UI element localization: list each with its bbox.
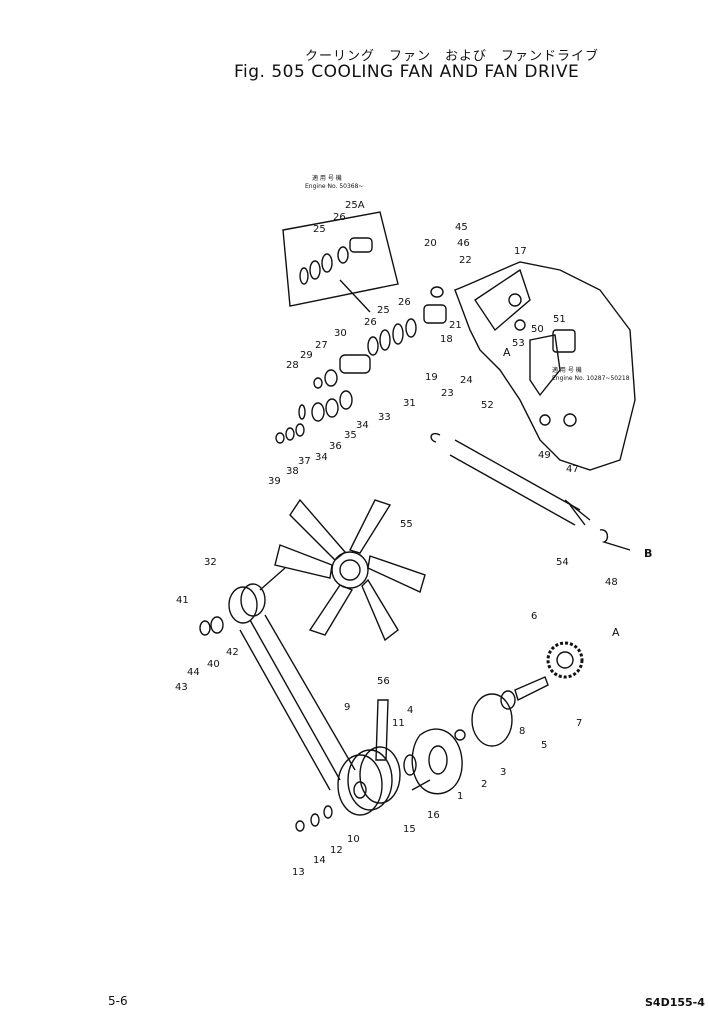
callout-56: 56 (377, 676, 390, 687)
callout-4: 4 (407, 705, 413, 716)
callout-8: 8 (519, 726, 525, 737)
callout-13: 13 (292, 867, 305, 878)
callout-39: 39 (268, 476, 281, 487)
callout-21: 21 (449, 320, 462, 331)
callout-3: 3 (500, 767, 506, 778)
callout-35: 35 (344, 430, 357, 441)
svg-text:適 用 号 機: 適 用 号 機 (552, 366, 582, 374)
callout-43: 43 (175, 682, 188, 693)
callout-24: 24 (460, 375, 473, 386)
callout-18: 18 (440, 334, 453, 345)
inset-arrow-upper (339, 279, 371, 313)
callout-30: 30 (334, 328, 347, 339)
callout-31: 31 (403, 398, 416, 409)
callout-40: 40 (207, 659, 220, 670)
callout-29: 29 (300, 350, 313, 361)
title-japanese: クーリング ファン および ファンドライブ (305, 49, 600, 64)
callout-14: 14 (313, 855, 326, 866)
callout-32: 32 (204, 557, 217, 568)
callout-26-repeat: 26 (398, 297, 411, 308)
callout-38: 38 (286, 466, 299, 477)
callout-15: 15 (403, 824, 416, 835)
callout-20: 20 (424, 238, 437, 249)
crank-pulley (337, 746, 401, 816)
figure-title: Fig. 505 COOLING FAN AND FAN DRIVE (234, 62, 580, 82)
callout-28: 28 (286, 360, 299, 371)
inset-box-upper (282, 211, 399, 307)
tension-rod-top (454, 439, 581, 511)
callout-50: 50 (531, 324, 544, 335)
callout-45: 45 (455, 222, 468, 233)
callout-25A: 25A (345, 200, 365, 211)
gear-housing (454, 261, 636, 471)
cooling-fan (274, 498, 426, 642)
callout-7: 7 (576, 718, 582, 729)
svg-text:適 用 号 機: 適 用 号 機 (312, 174, 342, 182)
callout-26-repeat: 26 (364, 317, 377, 328)
callout-34-repeat: 34 (315, 452, 328, 463)
callout-52: 52 (481, 400, 494, 411)
callout-53: 53 (512, 338, 525, 349)
callout-33: 33 (378, 412, 391, 423)
callout-49: 49 (538, 450, 551, 461)
callout-17: 17 (514, 246, 527, 257)
note-lower: 適 用 号 機 Engine No. 10287~50218 (552, 366, 630, 382)
callout-25: 25 (313, 224, 326, 235)
page-number: 5-6 (108, 994, 128, 1008)
callout-44: 44 (187, 667, 200, 678)
callout-51: 51 (553, 314, 566, 325)
callout-42: 42 (226, 647, 239, 658)
callout-9: 9 (344, 702, 350, 713)
document-code: S4D155-4 (645, 996, 705, 1009)
callout-46: 46 (457, 238, 470, 249)
callout-5: 5 (541, 740, 547, 751)
callout-47: 47 (566, 464, 579, 475)
tension-rod-bottom (449, 454, 576, 526)
callout-41: 41 (176, 595, 189, 606)
callout-48: 48 (605, 577, 618, 588)
callout-23: 23 (441, 388, 454, 399)
callout-54: 54 (556, 557, 569, 568)
ref-mark-b: B (644, 547, 652, 560)
callout-19: 19 (425, 372, 438, 383)
callout-10: 10 (347, 834, 360, 845)
callout-22: 22 (459, 255, 472, 266)
ref-mark-a-upper: A (503, 346, 511, 359)
callout-12: 12 (330, 845, 343, 856)
svg-text:Engine No. 10287~50218: Engine No. 10287~50218 (552, 375, 630, 382)
callout-55: 55 (400, 519, 413, 530)
svg-text:Engine No. 50368~: Engine No. 50368~ (305, 183, 363, 190)
callout-16: 16 (427, 810, 440, 821)
callout-27: 27 (315, 340, 328, 351)
callout-11: 11 (392, 718, 405, 729)
callout-6: 6 (531, 611, 537, 622)
ref-mark-a-lower: A (612, 626, 620, 639)
callout-25-repeat: 25 (377, 305, 390, 316)
callout-36: 36 (329, 441, 342, 452)
fan-belt (239, 614, 356, 791)
callout-34-repeat: 34 (356, 420, 369, 431)
callout-2: 2 (481, 779, 487, 790)
callout-1: 1 (457, 791, 463, 802)
callout-37: 37 (298, 456, 311, 467)
note-upper: 適 用 号 機 Engine No. 50368~ (305, 174, 363, 190)
callout-26: 26 (333, 212, 346, 223)
